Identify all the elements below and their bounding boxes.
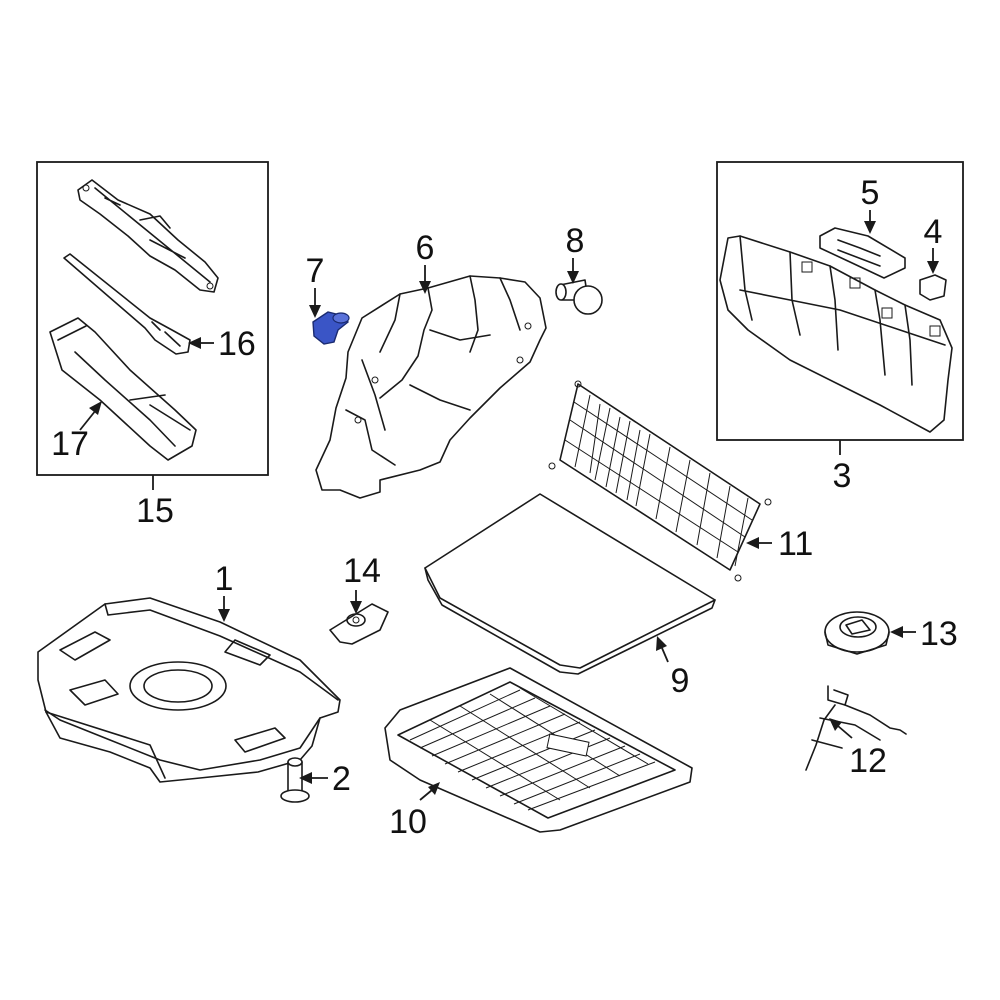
part-3-rear-trim-panel[interactable] (719, 235, 953, 433)
callout-15: 15 (136, 492, 174, 530)
part-6-side-trim-panel[interactable] (315, 275, 547, 499)
callout-17: 17 (51, 425, 89, 463)
part-jack[interactable] (77, 179, 219, 293)
part-7-push-pin-clip[interactable] (312, 311, 350, 345)
callout-16: 16 (218, 325, 256, 363)
arrow-9 (656, 636, 667, 651)
arrow-7 (309, 305, 321, 318)
callout-1: 1 (215, 560, 234, 598)
callout-12: 12 (849, 742, 887, 780)
part-11-cargo-net[interactable] (548, 380, 772, 582)
callout-14: 14 (343, 552, 381, 590)
part-jack-handle[interactable] (63, 253, 191, 355)
arrow-17 (89, 401, 102, 415)
part-8-plug[interactable] (555, 279, 603, 315)
arrow-8 (567, 271, 579, 284)
part-13-tire-retainer[interactable] (824, 611, 890, 655)
arrow-5 (864, 221, 876, 234)
callout-9: 9 (671, 662, 690, 700)
callout-5: 5 (861, 174, 880, 212)
part-4-clip[interactable] (919, 274, 947, 301)
arrow-11 (746, 537, 759, 549)
part-10-cargo-mat[interactable] (384, 667, 693, 833)
callout-10: 10 (389, 803, 427, 841)
part-14-bracket[interactable] (329, 603, 389, 645)
callout-11: 11 (778, 525, 813, 563)
arrow-12 (829, 718, 842, 731)
arrow-2 (299, 772, 312, 784)
leader-9 (661, 647, 669, 663)
arrow-14 (350, 601, 362, 614)
arrow-1 (218, 609, 230, 622)
part-1-load-floor-panel[interactable] (37, 597, 341, 783)
callout-6: 6 (416, 229, 435, 267)
callout-4: 4 (924, 213, 943, 251)
leader-10 (419, 789, 433, 801)
part-5-cover[interactable] (819, 227, 906, 279)
callout-3: 3 (833, 457, 852, 495)
arrow-4 (927, 261, 939, 274)
leader-17 (79, 409, 97, 431)
part-tool-bag[interactable] (49, 317, 197, 461)
callout-7: 7 (306, 252, 325, 290)
callout-13: 13 (920, 615, 958, 653)
arrow-13 (890, 626, 903, 638)
callout-2: 2 (332, 760, 351, 798)
arrow-6 (419, 281, 431, 294)
callout-8: 8 (566, 222, 585, 260)
arrow-10 (428, 782, 440, 795)
leader-12 (837, 725, 853, 739)
arrow-16 (188, 337, 201, 349)
part-9-floor-board[interactable] (424, 493, 716, 675)
